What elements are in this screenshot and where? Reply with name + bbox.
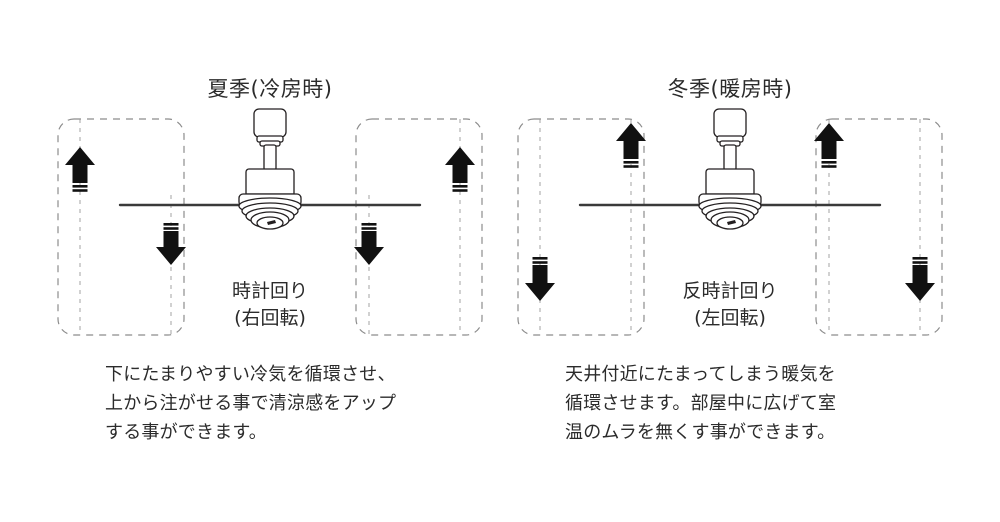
rotation-direction-secondary: (左回転) [694,307,766,329]
airflow-arrow-inner-left [156,223,186,265]
fan-center-mark [727,220,736,225]
rotation-label-summer: 時計回り (右回転) [40,278,500,332]
airflow-arrow-inner-right [354,223,384,265]
airflow-arrow-inner-right [814,123,844,168]
rotation-direction-primary: 反時計回り [682,280,778,302]
rotation-label-winter: 反時計回り (左回転) [500,278,960,332]
rotation-direction-secondary: (右回転) [234,307,306,329]
airflow-arrow-outer-right [445,147,475,192]
ceiling-fan-icon [698,108,762,230]
panel-winter: 冬季(暖房時) [500,0,960,522]
dashed-box-left [517,118,645,336]
diagram-summer [40,105,500,345]
panel-title-winter: 冬季(暖房時) [667,77,793,101]
ceiling-fan-icon [238,108,302,230]
airflow-arrow-outer-right [905,257,935,301]
dashed-box-left [57,118,185,336]
dashed-box-right [815,118,943,336]
caption-line: 循環させます。部屋中に広げて室 [565,393,837,414]
caption-line: 下にたまりやすい冷気を循環させ、 [105,364,396,385]
caption-summer: 下にたまりやすい冷気を循環させ、 上から注がせる事で清涼感をアップ する事ができ… [105,360,505,447]
caption-line: する事ができます。 [105,422,267,443]
airflow-arrow-outer-left [525,257,555,301]
airflow-arrow-inner-left [616,123,646,168]
caption-winter: 天井付近にたまってしまう暖気を 循環させます。部屋中に広げて室 温のムラを無くす… [565,360,965,447]
diagram-winter [500,105,960,345]
panel-summer: 夏季(冷房時) [40,0,500,522]
rotation-direction-primary: 時計回り [231,280,308,302]
fan-center-mark [267,220,276,225]
airflow-arrow-outer-left [65,147,95,192]
caption-line: 上から注がせる事で清涼感をアップ [105,393,397,414]
caption-line: 温のムラを無くす事ができます。 [565,422,836,443]
panel-title-summer: 夏季(冷房時) [207,77,333,101]
caption-line: 天井付近にたまってしまう暖気を [565,364,836,385]
dashed-box-right [355,118,483,336]
